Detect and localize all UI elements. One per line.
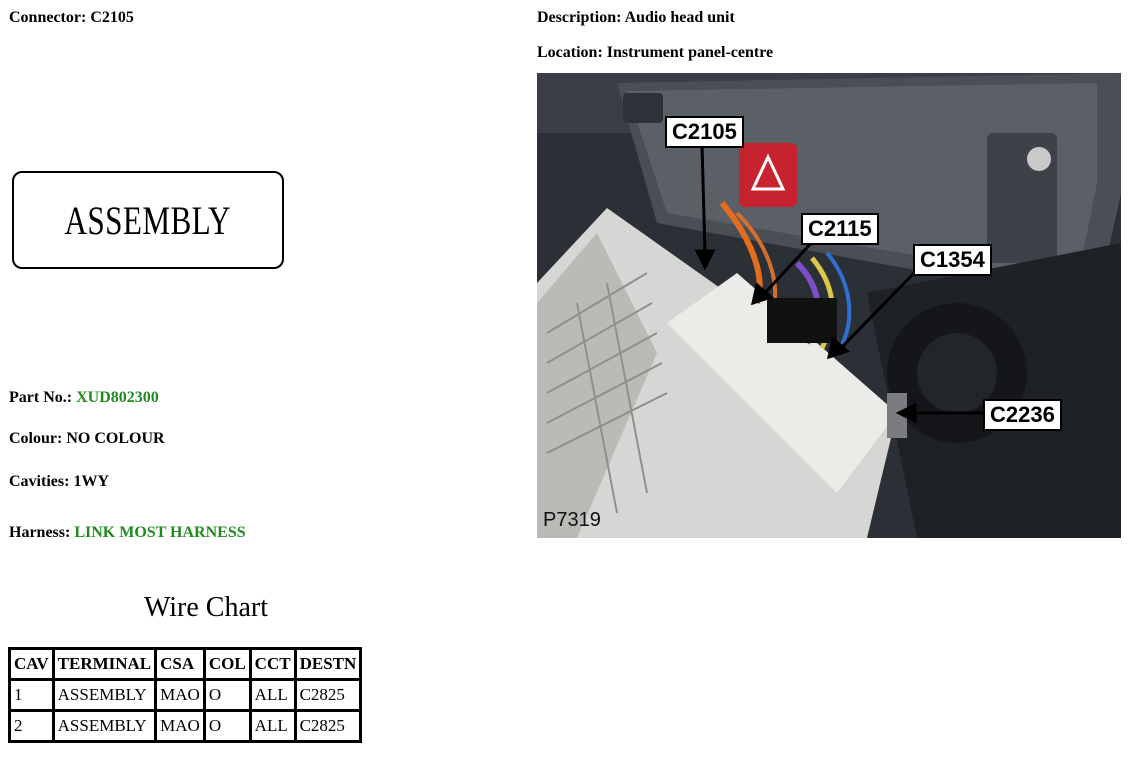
cell-col: O: [205, 712, 249, 740]
location-label: Location:: [537, 44, 603, 61]
callout-c1354: C1354: [913, 244, 992, 276]
table-header-row: CAV TERMINAL CSA COL CCT DESTN: [11, 650, 360, 678]
header-csa: CSA: [157, 650, 203, 678]
photo-illustration: [537, 73, 1121, 538]
table-row: 2 ASSEMBLY MAO O ALL C2825: [11, 712, 360, 740]
assembly-label: ASSEMBLY: [64, 197, 232, 243]
cell-col: O: [205, 681, 249, 709]
callout-c2115: C2115: [801, 213, 879, 245]
photo-id-label: P7319: [543, 509, 601, 531]
harness-link[interactable]: LINK MOST HARNESS: [74, 524, 246, 541]
description-value: Audio head unit: [624, 9, 735, 26]
location-value: Instrument panel-centre: [606, 44, 774, 61]
part-no-link[interactable]: XUD802300: [76, 389, 159, 406]
callout-c2236: C2236: [983, 399, 1062, 431]
connector-value: C2105: [90, 9, 134, 26]
cell-destn: C2825: [296, 712, 360, 740]
wire-chart-table: CAV TERMINAL CSA COL CCT DESTN 1 ASSEMBL…: [8, 647, 363, 743]
header-col: COL: [205, 650, 249, 678]
part-no-label: Part No.:: [9, 389, 73, 406]
assembly-connector-diagram: ASSEMBLY: [12, 171, 284, 269]
cell-cav: 1: [11, 681, 52, 709]
cell-terminal: ASSEMBLY: [54, 681, 155, 709]
wire-chart-title: Wire Chart: [143, 592, 269, 623]
cell-cav: 2: [11, 712, 52, 740]
cell-cct: ALL: [251, 712, 294, 740]
cavities-value: 1WY: [73, 473, 109, 490]
harness-field: Harness: LINK MOST HARNESS: [9, 524, 246, 542]
colour-value: NO COLOUR: [66, 430, 165, 447]
header-terminal: TERMINAL: [54, 650, 155, 678]
location-field: Location: Instrument panel-centre: [537, 44, 773, 62]
header-destn: DESTN: [296, 650, 360, 678]
cell-cct: ALL: [251, 681, 294, 709]
table-row: 1 ASSEMBLY MAO O ALL C2825: [11, 681, 360, 709]
harness-label: Harness:: [9, 524, 71, 541]
colour-field: Colour: NO COLOUR: [9, 430, 165, 448]
description-field: Description: Audio head unit: [537, 9, 735, 27]
header-cct: CCT: [251, 650, 294, 678]
colour-label: Colour:: [9, 430, 63, 447]
connector-location-photo: C2105 C2115 C1354 C2236 P7319: [537, 73, 1121, 538]
cell-destn: C2825: [296, 681, 360, 709]
cavities-label: Cavities:: [9, 473, 70, 490]
description-label: Description:: [537, 9, 622, 26]
connector-field: Connector: C2105: [9, 9, 134, 27]
cell-csa: MAO: [157, 712, 203, 740]
part-no-field: Part No.: XUD802300: [9, 389, 159, 407]
header-cav: CAV: [11, 650, 52, 678]
cell-csa: MAO: [157, 681, 203, 709]
cell-terminal: ASSEMBLY: [54, 712, 155, 740]
connector-label: Connector:: [9, 9, 87, 26]
cavities-field: Cavities: 1WY: [9, 473, 109, 491]
callout-c2105: C2105: [665, 116, 744, 148]
